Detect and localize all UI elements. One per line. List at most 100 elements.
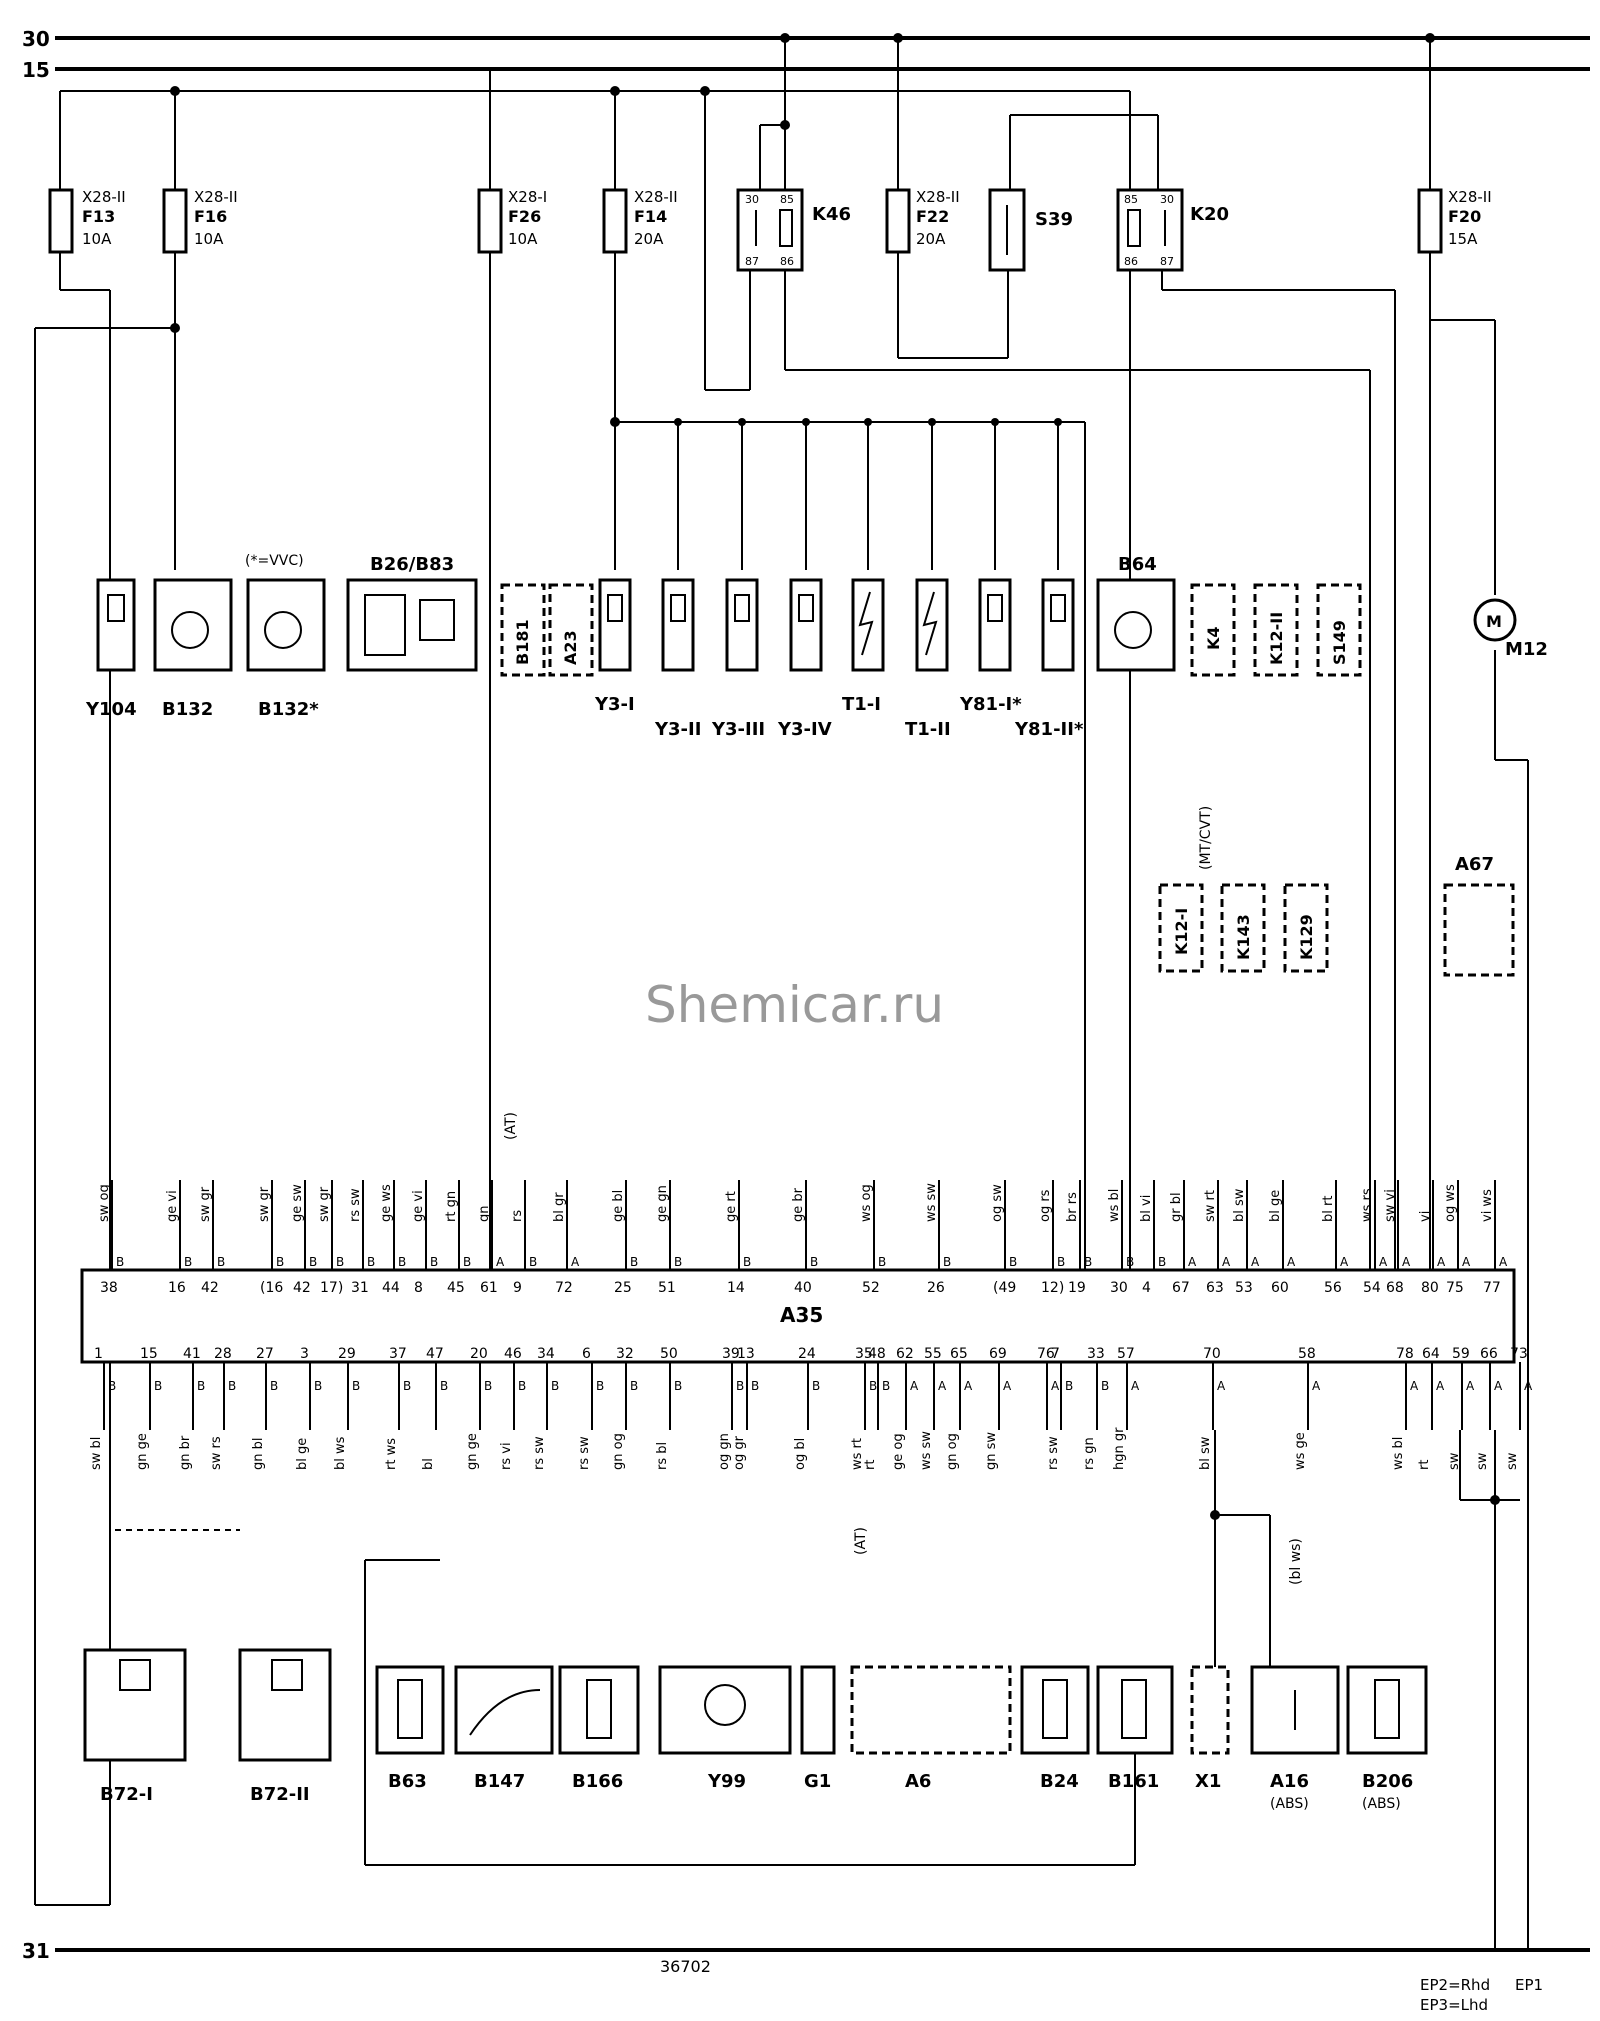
pin-number: 53 <box>1235 1280 1253 1296</box>
pin-number: 54 <box>1363 1280 1381 1296</box>
svg-text:B24: B24 <box>1040 1771 1079 1792</box>
relay-k46: 30 85 87 86 K46 <box>736 188 851 272</box>
svg-text:EP1: EP1 <box>1515 1976 1543 1994</box>
pin-wire-color: sw gr <box>317 1186 332 1222</box>
pin-wire-color: sw bl <box>89 1437 104 1470</box>
injector-drops <box>614 418 1086 1270</box>
component-b72-ii: B72-II <box>238 1648 332 1805</box>
svg-text:85: 85 <box>780 193 794 206</box>
svg-text:B161: B161 <box>1108 1771 1159 1792</box>
ecu-pin-bottom: 76A <box>1037 1346 1060 1430</box>
pin-number: 4 <box>1142 1280 1151 1296</box>
svg-text:EP2=Rhd: EP2=Rhd <box>1420 1976 1490 1994</box>
pin-connector: B <box>529 1255 537 1269</box>
svg-text:F20: F20 <box>1448 207 1481 226</box>
component-b132-vvc: (*=VVC) B132* <box>245 553 326 720</box>
pin-wire-color: br rs <box>1065 1192 1080 1222</box>
pin-wire-color: vi <box>1418 1211 1433 1222</box>
pin-wire-color: ge vi <box>411 1190 426 1222</box>
pin-number: 61 <box>480 1280 498 1296</box>
rail-label-31: 31 <box>22 1939 50 1963</box>
pin-wire-color: og ws <box>1443 1184 1458 1222</box>
pin-connector: B <box>810 1255 818 1269</box>
svg-text:86: 86 <box>780 255 794 268</box>
pin-wire-color: ws og <box>859 1184 874 1222</box>
pin-wire-color: rt gn <box>444 1191 459 1222</box>
pin-wire-color: ge vi <box>165 1190 180 1222</box>
pin-connector: B <box>736 1379 744 1393</box>
svg-text:K46: K46 <box>812 204 851 225</box>
svg-text:B72-II: B72-II <box>250 1784 310 1805</box>
switch-s39: S39 <box>988 188 1073 272</box>
svg-text:A16: A16 <box>1270 1771 1309 1792</box>
pin-number: 58 <box>1298 1346 1316 1362</box>
pin-connector: B <box>1057 1255 1065 1269</box>
pin-wire-color: ge bl <box>611 1190 626 1222</box>
svg-text:X28-I: X28-I <box>508 188 547 206</box>
svg-text:(*=VVC): (*=VVC) <box>245 553 304 569</box>
pin-number: 65 <box>950 1346 968 1362</box>
pin-connector: B <box>309 1255 317 1269</box>
pin-number: 28 <box>214 1346 232 1362</box>
svg-text:S149: S149 <box>1330 620 1349 665</box>
relay-k12-i: K12-I <box>1158 883 1204 973</box>
pin-connector: A <box>1287 1255 1296 1269</box>
pin-wire-color: og gn <box>717 1433 732 1470</box>
pin-connector: A <box>1003 1379 1012 1393</box>
pin-number: 56 <box>1324 1280 1342 1296</box>
svg-text:(bl ws): (bl ws) <box>1288 1538 1304 1585</box>
pin-number: 17) <box>320 1280 343 1296</box>
fuse-f16: X28-II F16 10A <box>162 188 238 254</box>
svg-text:M: M <box>1486 612 1502 631</box>
pin-connector: A <box>496 1255 505 1269</box>
pin-number: 78 <box>1396 1346 1414 1362</box>
pin-connector: B <box>878 1255 886 1269</box>
pin-number: 77 <box>1483 1280 1501 1296</box>
pin-number: 37 <box>389 1346 407 1362</box>
pin-wire-color: gn bl <box>251 1438 266 1471</box>
svg-text:T1-II: T1-II <box>905 719 951 740</box>
component-y3-ii: Y3-II <box>654 578 701 740</box>
pin-wire-color: vi ws <box>1480 1189 1495 1222</box>
fuse-f22: X28-II F22 20A <box>885 188 960 254</box>
pin-wire-color: og rs <box>1038 1189 1053 1222</box>
pin-connector: B <box>108 1379 116 1393</box>
svg-text:K129: K129 <box>1297 914 1316 960</box>
pin-number: 33 <box>1087 1346 1105 1362</box>
pin-number: 76 <box>1037 1346 1055 1362</box>
pin-wire-color: sw <box>1475 1452 1490 1470</box>
pin-number: 80 <box>1421 1280 1439 1296</box>
svg-text:(ABS): (ABS) <box>1362 1796 1401 1812</box>
pin-connector: B <box>1101 1379 1109 1393</box>
pin-number: 51 <box>658 1280 676 1296</box>
pin-number: 27 <box>256 1346 274 1362</box>
pin-connector: A <box>964 1379 973 1393</box>
pin-connector: B <box>228 1379 236 1393</box>
svg-text:B206: B206 <box>1362 1771 1413 1792</box>
pin-number: 42 <box>201 1280 219 1296</box>
pin-connector: A <box>1340 1255 1349 1269</box>
component-b181: B181 <box>500 583 546 677</box>
pin-number: 38 <box>100 1280 118 1296</box>
pin-wire-color: bl sw <box>1198 1436 1213 1470</box>
component-b166: B166 <box>558 1665 640 1792</box>
pin-wire-color: sw gr <box>257 1186 272 1222</box>
pin-number: 50 <box>660 1346 678 1362</box>
